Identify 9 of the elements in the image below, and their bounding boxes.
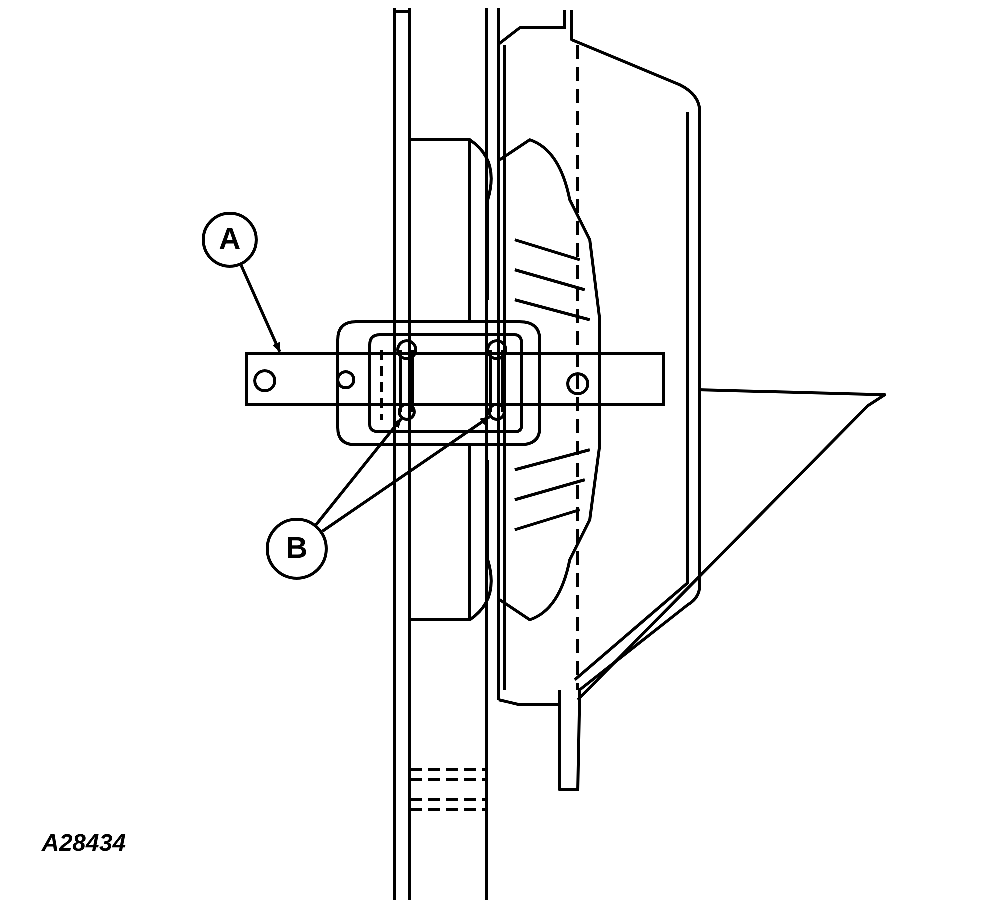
tool-bar: [245, 352, 665, 406]
callout-letter: B: [266, 518, 328, 580]
leader-line: [240, 264, 282, 353]
leader-line: [322, 416, 490, 533]
bolt-head: [398, 403, 416, 421]
leader-line: [315, 418, 403, 526]
bolt-head: [488, 403, 506, 421]
figure-number: A28434: [42, 830, 126, 858]
callout-letter: A: [202, 212, 258, 268]
